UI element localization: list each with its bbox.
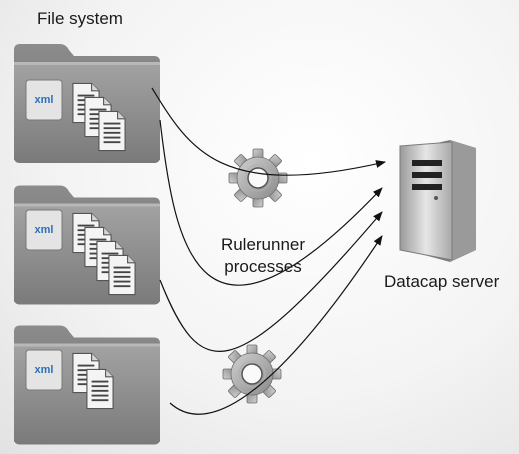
server-icon <box>399 140 476 262</box>
xml-badge-text: xml <box>35 224 54 236</box>
document-icon <box>108 254 136 296</box>
xml-badge-text: xml <box>35 94 54 106</box>
arrow-folder1-gear1 <box>151 87 386 176</box>
datacap-server-label: Datacap server <box>384 272 500 291</box>
rulerunner-processes-label: Rulerunner processes <box>220 235 306 276</box>
folder-1: xml <box>14 44 160 163</box>
xml-file-icon: xml <box>25 209 63 251</box>
xml-file-icon: xml <box>25 79 63 121</box>
folder-2: xml <box>14 185 160 305</box>
arrow-folder2-gear2 <box>159 211 383 352</box>
document-icon <box>86 368 114 410</box>
file-system-label: File system <box>37 9 123 28</box>
gear-icon <box>228 148 288 208</box>
arrow-folder3-gear2 <box>169 235 383 415</box>
folder-3: xml <box>14 325 160 445</box>
arrow-folder1-gear2 <box>159 119 383 286</box>
xml-badge-text: xml <box>35 364 54 376</box>
connection-arrows <box>151 87 386 415</box>
xml-file-icon: xml <box>25 349 63 391</box>
document-icon <box>98 110 126 152</box>
